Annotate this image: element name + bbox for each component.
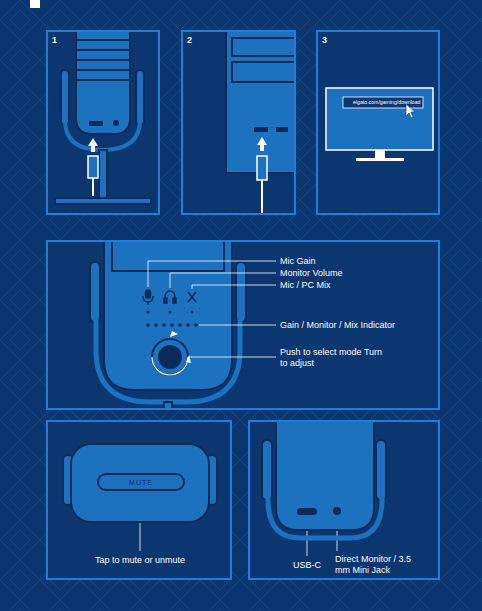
panel-grounds bbox=[46, 30, 440, 580]
part-label: Monitor Volume bbox=[280, 268, 343, 279]
part-label: Gain / Monitor / Mix Indicator bbox=[280, 320, 395, 331]
controls-panel: Mic GainMonitor VolumeMic / PC MixGain /… bbox=[46, 240, 440, 410]
control-face-figure bbox=[90, 241, 246, 410]
mic-top-figure bbox=[63, 444, 217, 522]
control-knob bbox=[152, 331, 191, 375]
monitor-figure bbox=[326, 88, 433, 161]
url-text: elgato.com/gaming/download bbox=[353, 99, 420, 106]
usb-cable-1 bbox=[88, 138, 98, 196]
port-label: Direct Monitor / 3.5 mm Mini Jack bbox=[335, 554, 419, 576]
part-label: Mic / PC Mix bbox=[280, 280, 331, 291]
computer-figure bbox=[226, 31, 295, 173]
step-panel: 3 elgato.com/gaming/download bbox=[316, 30, 440, 215]
part-label: Push to select mode Turn to adjust bbox=[280, 347, 384, 369]
mute-panel: MUTE Tap to mute or unmute bbox=[46, 420, 232, 580]
callout-number: 2 bbox=[187, 35, 192, 46]
part-label: Tap to mute or unmute bbox=[95, 555, 185, 566]
mic-bottom-figure bbox=[262, 421, 386, 538]
indicator-dots bbox=[146, 310, 198, 326]
port-label: USB-C bbox=[293, 560, 321, 571]
button-text: MUTE bbox=[129, 478, 153, 487]
callout-number: 3 bbox=[322, 35, 327, 46]
usb-cable-2 bbox=[257, 137, 267, 214]
microphone-figure bbox=[55, 31, 151, 204]
ports-panel: USB-C Direct Monitor / 3.5 mm Mini Jack bbox=[248, 420, 440, 580]
part-label: Mic Gain bbox=[280, 256, 316, 267]
corner-mark bbox=[30, 0, 40, 8]
mode-icons bbox=[143, 290, 196, 305]
step-panel: 1 bbox=[46, 30, 160, 215]
callout-number: 1 bbox=[52, 35, 57, 46]
step-panel: 2 bbox=[181, 30, 296, 215]
